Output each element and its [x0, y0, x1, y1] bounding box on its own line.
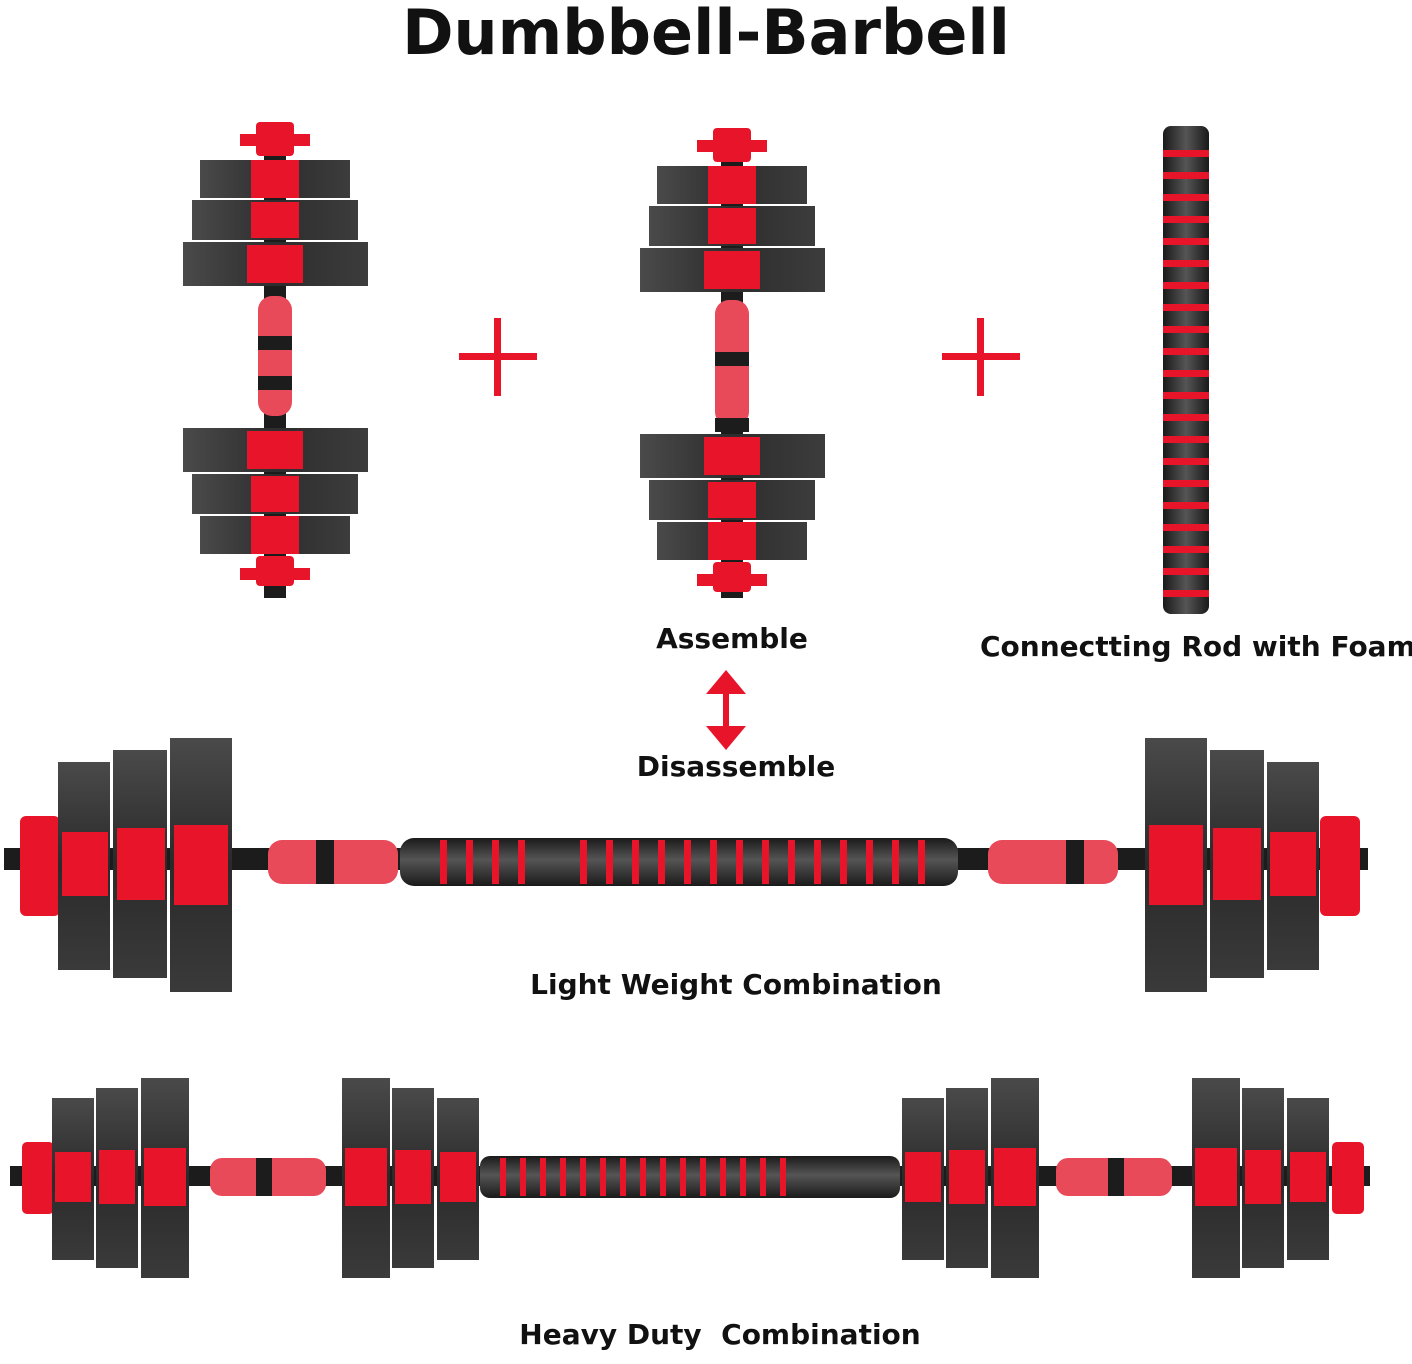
disassemble-label: Disassemble — [636, 750, 836, 783]
dumbbell-left — [183, 122, 368, 598]
page-title: Dumbbell-Barbell — [402, 0, 1010, 69]
dumbbell-right — [640, 128, 825, 598]
barbell-heavy — [10, 1078, 1370, 1278]
rod-label: Connectting Rod with Foam — [980, 630, 1412, 663]
plus-icon — [942, 318, 1020, 396]
assemble-label: Assemble — [656, 622, 808, 655]
barbell-light — [4, 738, 1368, 992]
heavy-combination-label: Heavy Duty Combination — [519, 1318, 921, 1351]
light-combination-label: Light Weight Combination — [530, 968, 942, 1001]
plus-icon — [459, 318, 537, 396]
double-arrow-icon — [706, 670, 746, 750]
connecting-rod — [1163, 126, 1209, 614]
